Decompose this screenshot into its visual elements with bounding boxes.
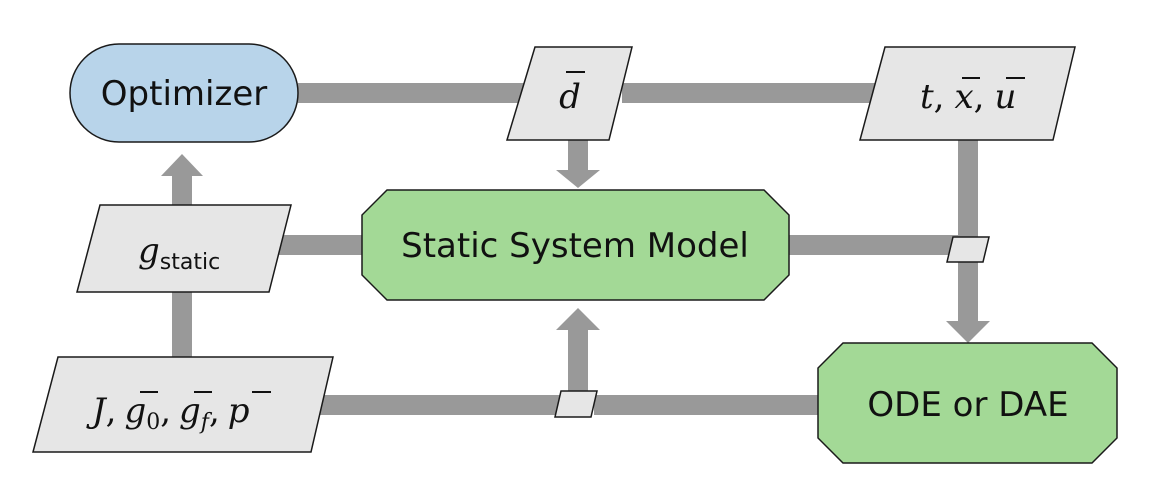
connector-gstatic-optimizer-shaft	[172, 176, 192, 206]
static-model-label: Static System Model	[401, 226, 749, 266]
design-variables-node: d	[505, 46, 633, 141]
design-variables-label: d	[559, 77, 581, 117]
states-sep-2: ,	[974, 77, 985, 117]
problem-shape	[32, 356, 334, 453]
problem-node: J,g0,gf,p	[32, 356, 334, 453]
connector-optimizer-d	[298, 83, 526, 103]
states-x: x	[954, 77, 973, 117]
arrowhead-into-ode	[946, 321, 990, 343]
connector-junction-model-shaft	[568, 328, 588, 395]
connectors	[172, 83, 978, 415]
connector-d-states	[622, 83, 880, 103]
arrowhead-into-model-top	[556, 170, 600, 188]
connector-gstatic-model	[272, 235, 362, 255]
arrowhead-into-model-bottom	[556, 308, 600, 330]
optimizer-shape	[69, 43, 299, 143]
problem-gf: g	[179, 391, 201, 431]
states-t: t	[920, 77, 934, 117]
states-node: t,x,u	[859, 46, 1076, 141]
g-static-sub: static	[160, 250, 220, 275]
problem-g0: g	[124, 391, 146, 431]
g-static-shape	[76, 204, 292, 293]
optimizer-node: Optimizer	[69, 43, 299, 143]
arrowheads	[161, 154, 990, 343]
problem-sep-3: ,	[209, 391, 220, 431]
g-static-base: g	[138, 231, 160, 271]
connector-model-junction	[788, 235, 958, 255]
connector-junction-ode	[594, 395, 820, 415]
design-variables-shape	[505, 46, 633, 141]
problem-g0-sub: 0	[146, 410, 160, 435]
arrowhead-into-optimizer	[161, 154, 203, 176]
optimizer-label: Optimizer	[101, 74, 267, 114]
problem-sep-2: ,	[160, 391, 171, 431]
junction-bottom	[554, 390, 598, 418]
static-model-shape	[361, 189, 790, 301]
states-shape	[859, 46, 1076, 141]
junction-right	[946, 236, 990, 263]
problem-label: J,g0,gf,p	[86, 391, 250, 435]
states-sep-1: ,	[934, 77, 945, 117]
connector-d-model-shaft	[568, 140, 588, 173]
problem-sep-1: ,	[106, 391, 117, 431]
g-static-label: gstatic	[138, 231, 220, 275]
problem-J: J	[86, 391, 108, 431]
g-static-node: gstatic	[76, 204, 292, 293]
connector-problem-gstatic	[172, 292, 192, 358]
ode-dae-label: ODE or DAE	[867, 385, 1068, 425]
connector-states-ode-shaft	[958, 140, 978, 323]
connector-problem-junction	[314, 395, 564, 415]
problem-p: p	[228, 391, 250, 431]
ode-dae-shape	[817, 342, 1118, 464]
states-u: u	[994, 77, 1016, 117]
ode-dae-node: ODE or DAE	[817, 342, 1118, 464]
states-label: t,x,u	[920, 77, 1016, 117]
static-model-node: Static System Model	[361, 189, 790, 301]
